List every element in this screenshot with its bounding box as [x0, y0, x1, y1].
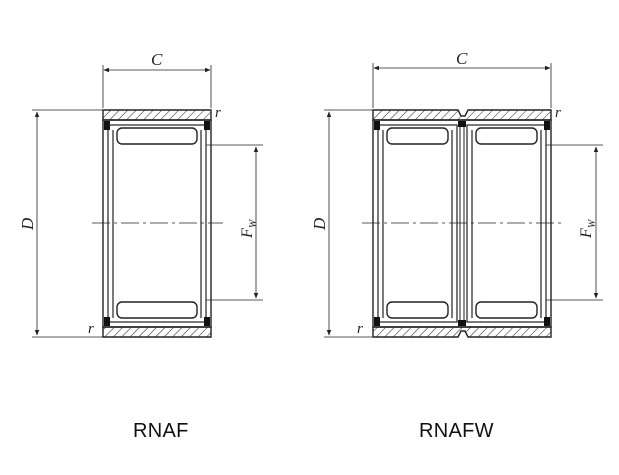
label-D-left: D [18, 217, 37, 231]
roller-top [116, 127, 198, 145]
roller-bottom [116, 301, 198, 319]
cage-frame [107, 124, 207, 323]
cage-frame-right-b [466, 124, 547, 323]
label-D-right: D [310, 217, 329, 231]
outer-ring-bottom-right [372, 326, 552, 338]
outer-ring-body [102, 119, 212, 328]
outer-ring-top-right [372, 109, 552, 121]
roller-bottom-a [386, 301, 449, 319]
label-Fw-right: F W [578, 218, 598, 239]
roller-bottom-b [475, 301, 538, 319]
label-r-bottom-right: r [357, 321, 363, 337]
outer-ring-body-right [372, 119, 552, 328]
label-Fw-left: F W [239, 218, 259, 239]
outer-ring-top [102, 109, 212, 121]
label-r-top-right: r [555, 105, 561, 121]
svg-text:F: F [239, 228, 256, 239]
label-C-right: C [456, 49, 468, 68]
svg-text:W: W [248, 218, 259, 228]
rnafw-drawing [324, 63, 603, 338]
svg-text:W: W [587, 218, 598, 228]
label-r-bottom-left: r [88, 321, 94, 337]
label-C-left: C [151, 50, 163, 69]
caption-rnafw: RNAFW [419, 420, 494, 442]
caption-rnaf: RNAF [133, 420, 189, 442]
svg-text:F: F [578, 228, 595, 239]
seals-right [374, 121, 550, 326]
label-r-top-left: r [215, 105, 221, 121]
seals [104, 121, 210, 326]
rnaf-drawing [32, 65, 263, 338]
roller-top-a [386, 127, 449, 145]
cage-frame-right-a [377, 124, 458, 323]
roller-top-b [475, 127, 538, 145]
outer-ring-bottom [102, 326, 212, 338]
